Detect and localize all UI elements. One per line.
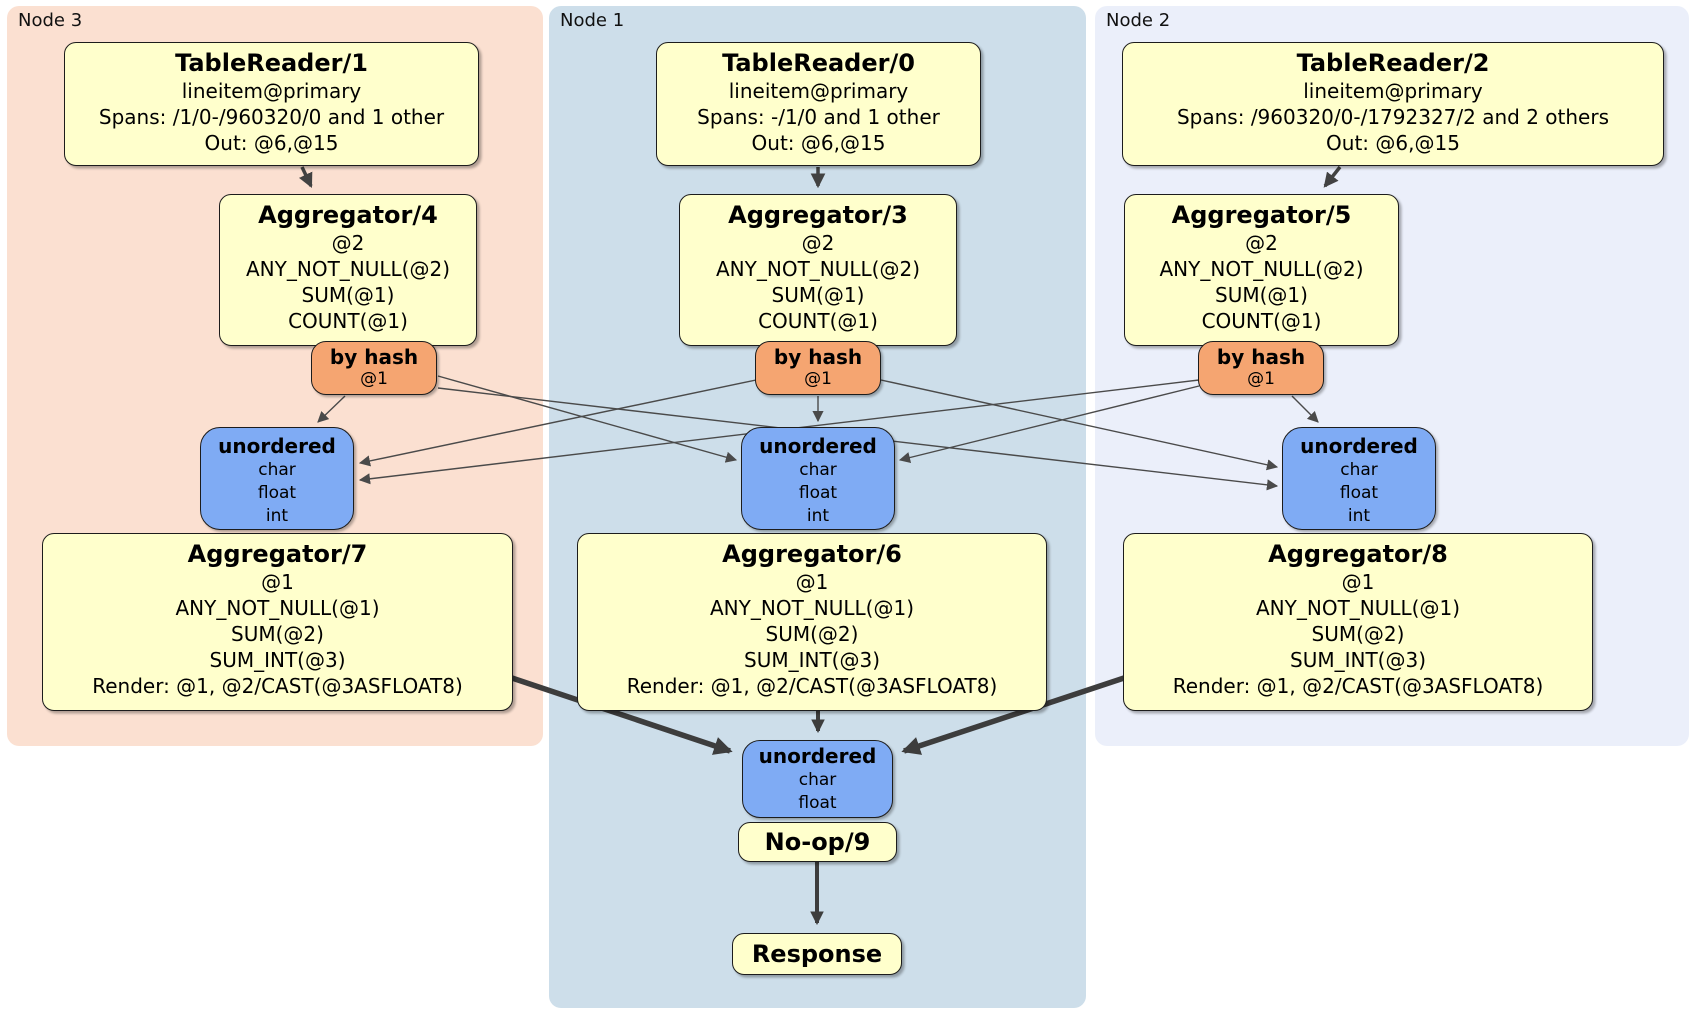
box-line: SUM(@2) — [765, 622, 859, 646]
box-line: SUM_INT(@3) — [744, 648, 880, 672]
box-line: ANY_NOT_NULL(@1) — [710, 596, 914, 620]
aggregator-6-box: Aggregator/6 @1 ANY_NOT_NULL(@1) SUM(@2)… — [577, 533, 1047, 711]
box-line: ANY_NOT_NULL(@1) — [1256, 596, 1460, 620]
region-label-node2: Node 2 — [1106, 10, 1171, 31]
box-line: lineitem@primary — [728, 79, 909, 103]
noop-box: No-op/9 — [738, 822, 897, 862]
box-line: SUM(@1) — [771, 283, 865, 307]
aggregator-8-box: Aggregator/8 @1 ANY_NOT_NULL(@1) SUM(@2)… — [1123, 533, 1593, 711]
byhash-router-node3: by hash @1 — [311, 341, 437, 395]
byhash-router-node2: by hash @1 — [1198, 341, 1324, 395]
sync-line: int — [806, 506, 830, 526]
box-title: Aggregator/6 — [722, 540, 902, 568]
sync-line: char — [799, 460, 837, 480]
sync-line: float — [798, 793, 837, 813]
box-title: Aggregator/4 — [258, 201, 438, 229]
box-line: Spans: /1/0-/960320/0 and 1 other — [98, 105, 445, 129]
unordered-merge-sync: unordered char float — [742, 740, 893, 818]
box-title: No-op/9 — [764, 828, 871, 856]
tablereader-0-box: TableReader/0 lineitem@primary Spans: -/… — [656, 42, 981, 166]
unordered-sync-node1: unordered char float int — [741, 427, 895, 530]
box-line: Render: @1, @2/CAST(@3ASFLOAT8) — [1172, 674, 1544, 698]
sync-line: char — [258, 460, 296, 480]
box-title: TableReader/2 — [1296, 49, 1490, 77]
box-line: ANY_NOT_NULL(@2) — [716, 257, 920, 281]
box-line: Out: @6,@15 — [204, 131, 339, 155]
box-title: TableReader/0 — [722, 49, 915, 77]
aggregator-3-box: Aggregator/3 @2 ANY_NOT_NULL(@2) SUM(@1)… — [679, 194, 957, 346]
box-title: TableReader/1 — [175, 49, 368, 77]
box-line: @2 — [1245, 231, 1278, 255]
box-line: @2 — [801, 231, 835, 255]
box-line: SUM(@2) — [1311, 622, 1405, 646]
box-line: Render: @1, @2/CAST(@3ASFLOAT8) — [92, 674, 463, 698]
unordered-sync-node2: unordered char float int — [1282, 427, 1436, 530]
box-line: COUNT(@1) — [288, 309, 408, 333]
box-line: Out: @6,@15 — [751, 131, 886, 155]
box-line: @1 — [795, 570, 829, 594]
box-line: SUM_INT(@3) — [209, 648, 346, 672]
sync-title: unordered — [758, 744, 877, 768]
router-line: @1 — [804, 369, 832, 389]
box-title: Aggregator/3 — [728, 201, 908, 229]
box-line: lineitem@primary — [1303, 79, 1483, 103]
router-title: by hash — [329, 345, 419, 369]
box-line: ANY_NOT_NULL(@1) — [175, 596, 380, 620]
sync-title: unordered — [1300, 434, 1418, 458]
tablereader-1-box: TableReader/1 lineitem@primary Spans: /1… — [64, 42, 479, 166]
sync-line: float — [798, 483, 838, 503]
aggregator-7-box: Aggregator/7 @1 ANY_NOT_NULL(@1) SUM(@2)… — [42, 533, 513, 711]
sync-line: int — [265, 506, 289, 526]
sync-line: int — [1347, 506, 1371, 526]
box-line: ANY_NOT_NULL(@2) — [246, 257, 450, 281]
router-line: @1 — [1247, 369, 1275, 389]
router-line: @1 — [360, 369, 388, 389]
box-title: Aggregator/7 — [187, 540, 368, 568]
box-line: Spans: /960320/0-/1792327/2 and 2 others — [1176, 105, 1609, 129]
byhash-router-node1: by hash @1 — [755, 341, 881, 395]
box-line: SUM(@1) — [301, 283, 395, 307]
aggregator-4-box: Aggregator/4 @2 ANY_NOT_NULL(@2) SUM(@1)… — [219, 194, 477, 346]
box-line: SUM_INT(@3) — [1290, 648, 1426, 672]
box-line: @2 — [331, 231, 365, 255]
box-title: Aggregator/5 — [1171, 201, 1352, 229]
sync-title: unordered — [759, 434, 877, 458]
region-label-node3: Node 3 — [18, 10, 83, 31]
sync-line: float — [1339, 483, 1379, 503]
sync-line: char — [798, 770, 837, 790]
box-line: ANY_NOT_NULL(@2) — [1159, 257, 1364, 281]
sync-line: char — [1340, 460, 1378, 480]
box-title: Response — [751, 940, 883, 968]
aggregator-5-box: Aggregator/5 @2 ANY_NOT_NULL(@2) SUM(@1)… — [1124, 194, 1399, 346]
box-line: COUNT(@1) — [1201, 309, 1322, 333]
sync-title: unordered — [218, 434, 336, 458]
router-title: by hash — [773, 345, 863, 369]
router-title: by hash — [1216, 345, 1306, 369]
unordered-sync-node3: unordered char float int — [200, 427, 354, 530]
box-line: Render: @1, @2/CAST(@3ASFLOAT8) — [626, 674, 998, 698]
region-label-node1: Node 1 — [560, 10, 625, 31]
box-line: Spans: -/1/0 and 1 other — [697, 105, 940, 129]
sync-line: float — [257, 483, 297, 503]
response-box: Response — [732, 933, 902, 975]
tablereader-2-box: TableReader/2 lineitem@primary Spans: /9… — [1122, 42, 1664, 166]
box-line: lineitem@primary — [181, 79, 362, 103]
box-line: @1 — [1341, 570, 1375, 594]
box-line: SUM(@1) — [1215, 283, 1308, 307]
box-title: Aggregator/8 — [1268, 540, 1448, 568]
box-line: @1 — [261, 570, 294, 594]
box-line: COUNT(@1) — [758, 309, 878, 333]
box-line: SUM(@2) — [231, 622, 324, 646]
box-line: Out: @6,@15 — [1326, 131, 1460, 155]
